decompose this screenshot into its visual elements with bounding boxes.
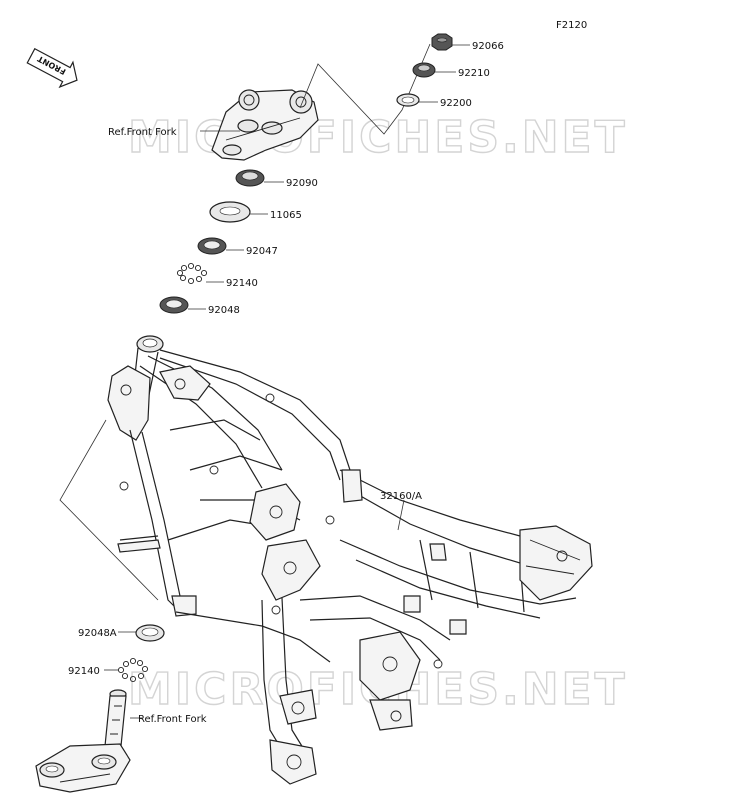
label-92048a: 92048A (78, 628, 117, 639)
label-92140-top: 92140 (226, 278, 258, 289)
label-92210: 92210 (458, 68, 490, 79)
part-92140-balls-top (176, 262, 208, 285)
part-92140-balls-bottom (117, 657, 149, 683)
part-92066-nut (431, 33, 453, 51)
label-11065: 11065 (270, 210, 302, 221)
part-92047-race (197, 237, 227, 255)
label-32160-a: 32160/A (380, 491, 422, 502)
label-ref-front-fork-top: Ref.Front Fork (108, 127, 177, 138)
label-92200: 92200 (440, 98, 472, 109)
front-direction-badge: FRONT (26, 47, 78, 89)
part-32160-main-frame (107, 335, 593, 785)
label-ref-front-fork-bottom: Ref.Front Fork (138, 714, 207, 725)
label-92090: 92090 (286, 178, 318, 189)
part-92048-race (159, 296, 189, 314)
figure-code: F2120 (556, 20, 587, 31)
part-11065-cap (209, 201, 251, 223)
label-92140-bottom: 92140 (68, 666, 100, 677)
part-92090-nut (235, 169, 265, 187)
upper-triple-clamp (211, 89, 319, 161)
watermark-top: MICROFICHES.NET (128, 112, 628, 163)
label-92066: 92066 (472, 41, 504, 52)
part-92048a-race (135, 624, 165, 642)
arrow-icon (26, 47, 78, 89)
part-92210-nut (412, 62, 436, 78)
part-92200-washer (396, 93, 420, 107)
label-92047: 92047 (246, 246, 278, 257)
lower-steering-stem (35, 689, 131, 793)
label-92048: 92048 (208, 305, 240, 316)
